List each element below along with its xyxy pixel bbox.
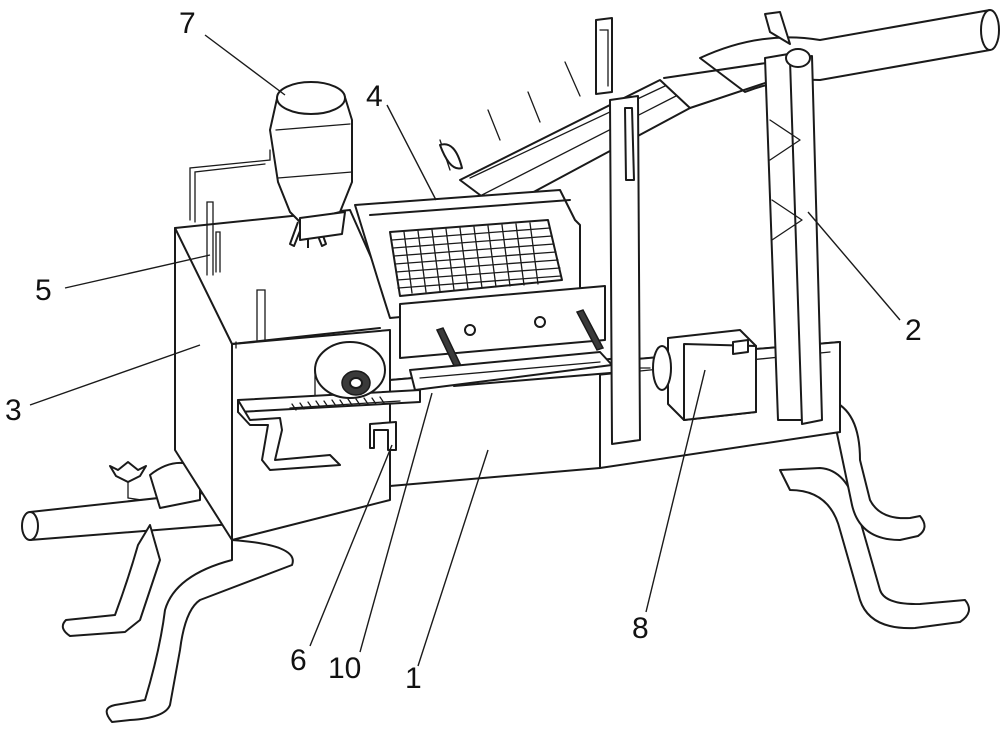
- tray-frame: [354, 189, 581, 319]
- label-4: 4: [366, 80, 383, 113]
- label-5: 5: [35, 274, 52, 307]
- label-10: 10: [328, 652, 361, 685]
- gear-wheel: [314, 341, 386, 399]
- leader-lines: [29, 34, 901, 667]
- leader-8: [645, 369, 706, 613]
- leader-1: [417, 449, 489, 667]
- label-3: 3: [5, 394, 22, 427]
- hopper: [269, 81, 353, 248]
- tower-frame: [609, 48, 823, 445]
- leader-6: [309, 444, 393, 647]
- right-legs: [779, 399, 970, 630]
- label-2: 2: [905, 314, 922, 347]
- label-8: 8: [632, 612, 649, 645]
- leader-5: [64, 254, 211, 289]
- leader-2: [807, 211, 901, 321]
- label-7: 7: [179, 7, 196, 40]
- leader-4: [386, 104, 437, 201]
- spring-plate: [399, 285, 623, 391]
- leader-3: [29, 344, 201, 406]
- motor: [639, 329, 757, 421]
- valve: [109, 461, 147, 501]
- leader-10: [359, 392, 433, 653]
- leader-7: [204, 34, 286, 96]
- part-numbers: 7 4 5 3 2 8 6 10 1: [5, 7, 922, 695]
- label-1: 1: [405, 662, 422, 695]
- label-6: 6: [290, 644, 307, 677]
- left-legs: [61, 461, 294, 723]
